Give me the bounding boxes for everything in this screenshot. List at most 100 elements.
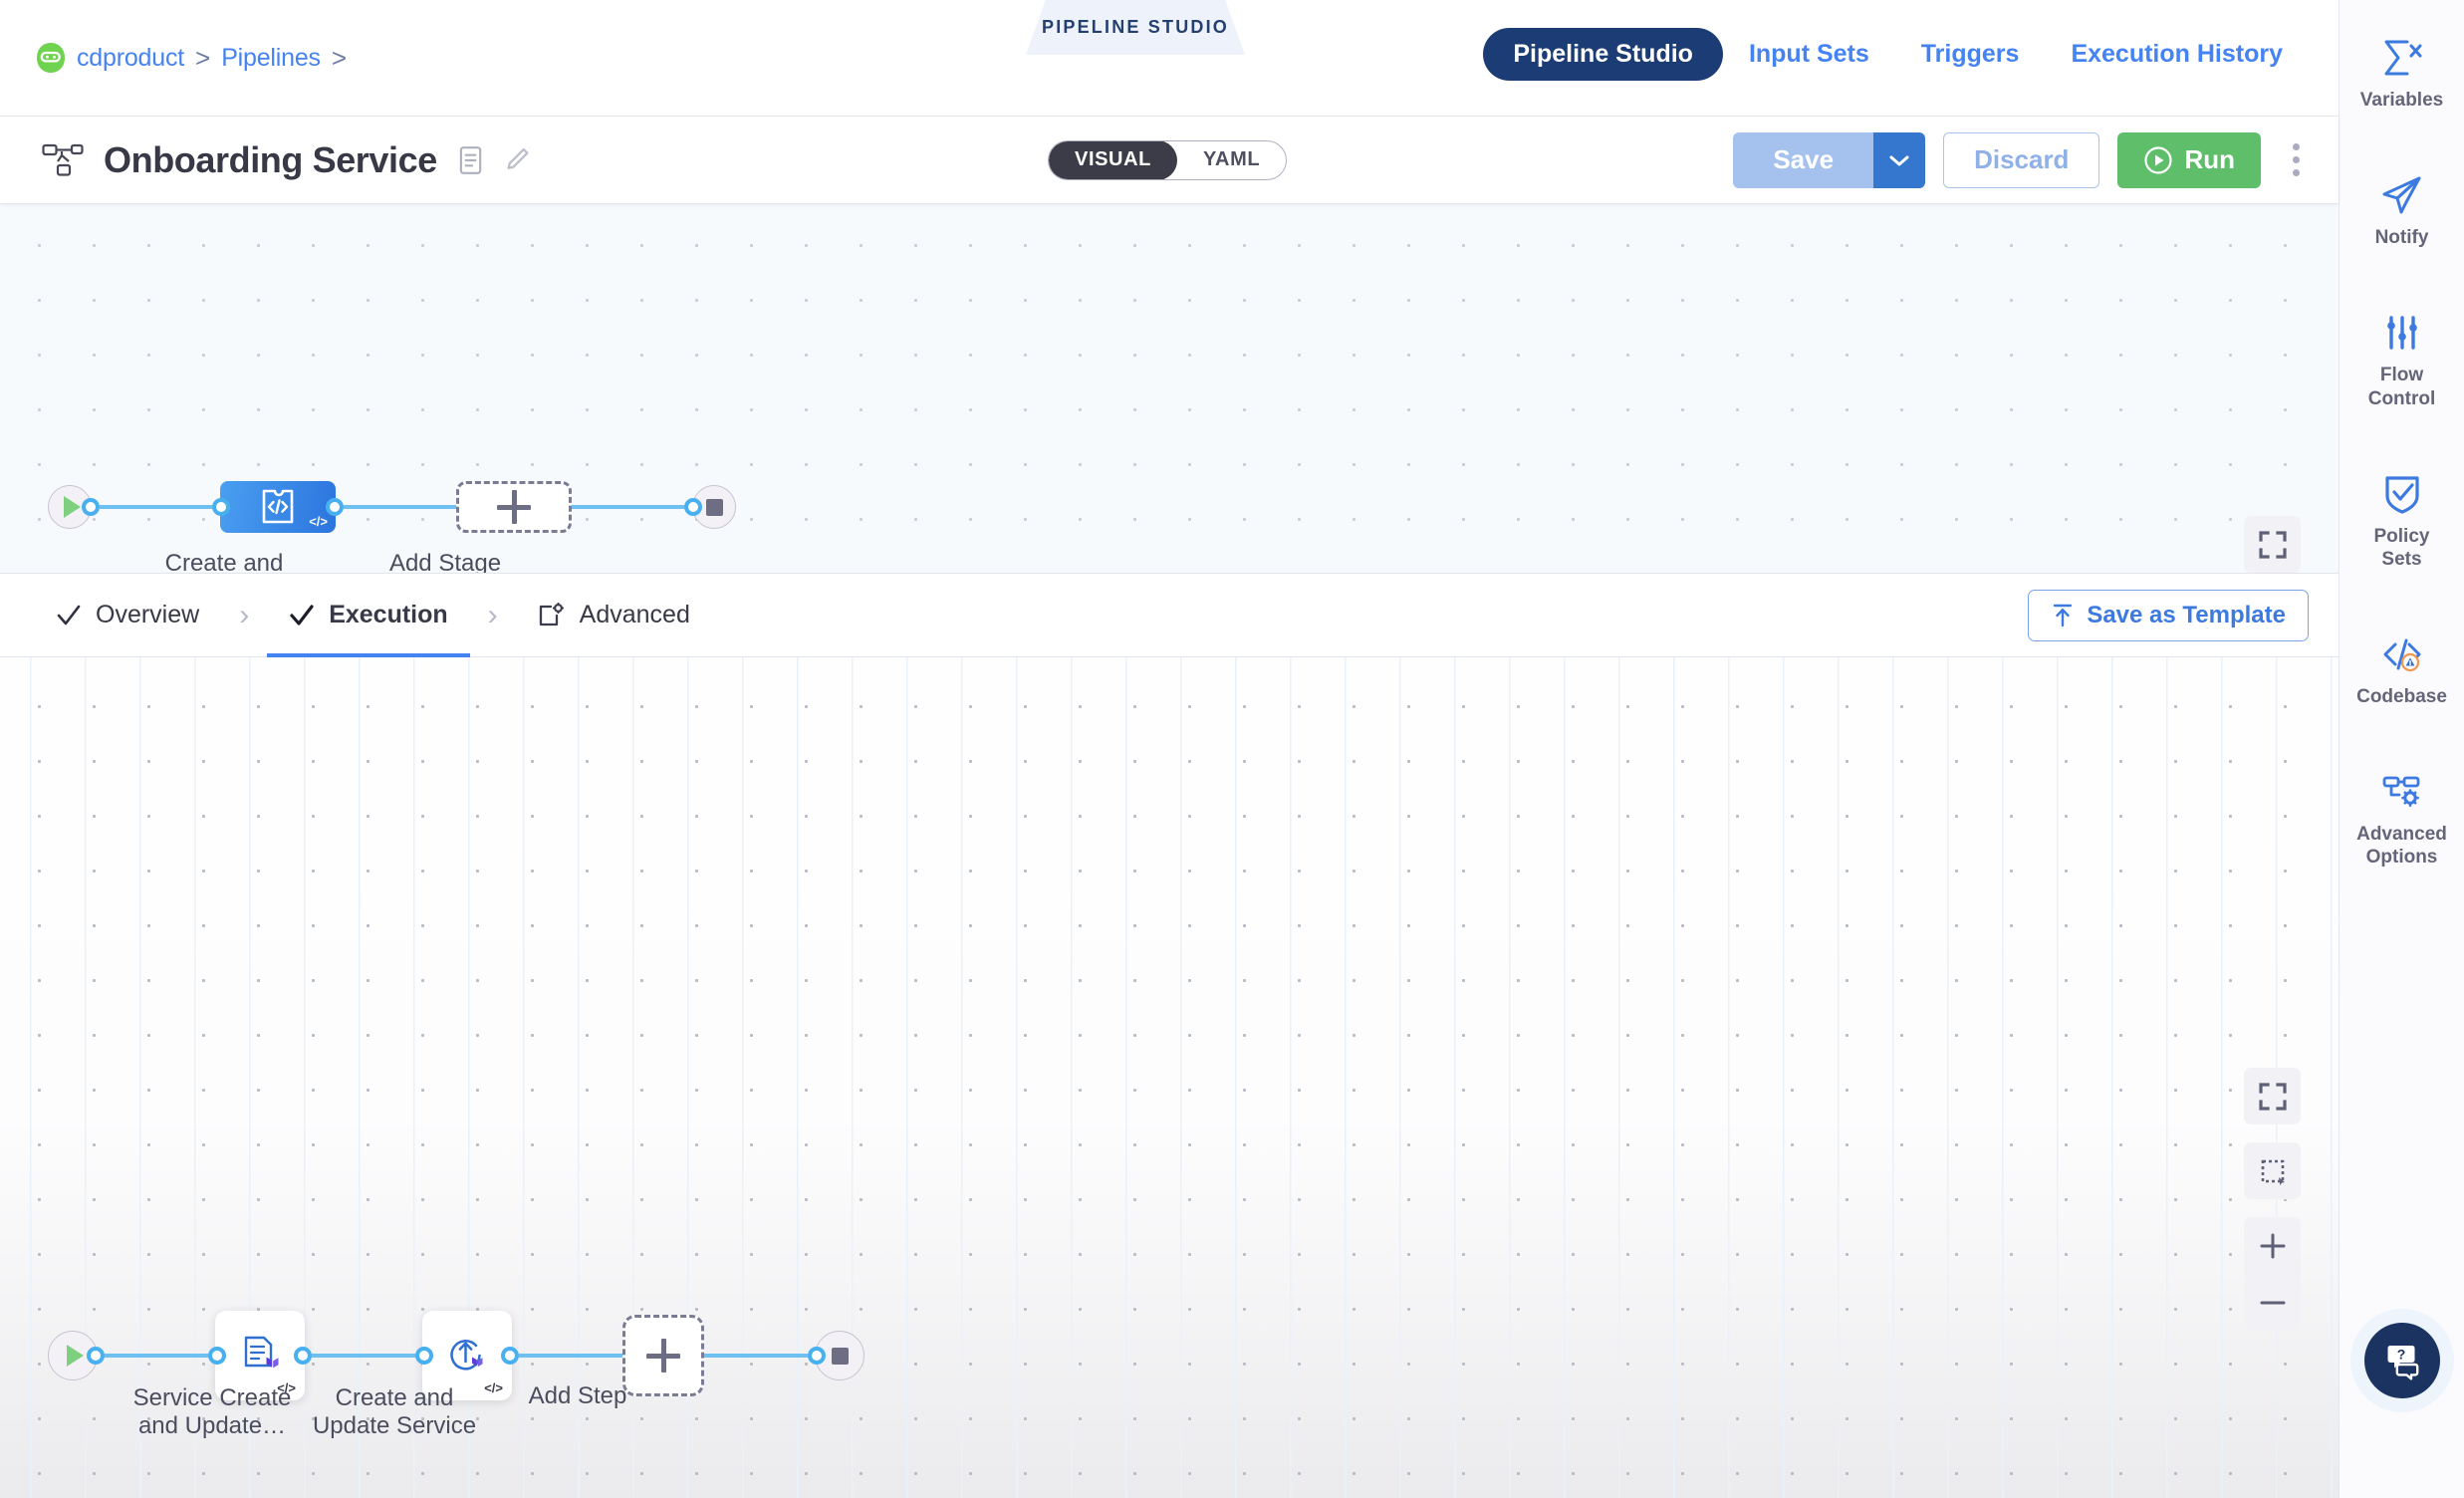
rail-label-flow-control: Flow Control [2367,365,2436,409]
fullscreen-icon [2258,1082,2287,1111]
top-header: cdproduct > Pipelines > PIPELINE STUDIO … [0,0,2339,117]
stage-canvas[interactable]: </> Create and Update Service Add Stage [0,204,2339,574]
execution-end-port[interactable] [808,1347,826,1365]
tab-separator-2: › [487,598,498,631]
svg-text:?: ? [2396,1347,2405,1363]
rail-label-codebase: Codebase [2356,686,2447,708]
stage-out-port[interactable] [326,498,344,516]
step1-in-port[interactable] [208,1347,226,1365]
discard-button[interactable]: Discard [1943,131,2100,188]
tab-execution[interactable]: Execution [267,574,469,657]
nav-tab-input-sets[interactable]: Input Sets [1748,40,1869,68]
run-play-icon [2144,145,2173,174]
help-chat-icon: ? [2387,1346,2418,1380]
step-node-service-create-and-update[interactable]: </> [215,1311,305,1400]
step-node-create-and-update-service[interactable]: </> [422,1311,512,1400]
edit-pencil-icon[interactable] [504,145,531,175]
breadcrumb: cdproduct > Pipelines > [0,42,347,74]
breadcrumb-separator-2: > [331,42,348,73]
tab-execution-label: Execution [329,601,448,628]
nav-tab-pipeline-studio[interactable]: Pipeline Studio [1483,28,1723,81]
step-canvas-controls [2244,1068,2301,1331]
shield-check-icon [2382,472,2422,516]
step2-label: Create and Update Service [312,1384,477,1439]
tab-advanced[interactable]: Advanced [516,574,712,657]
stage-flow: </> [48,481,736,533]
sigma-x-icon [2380,36,2424,80]
pipeline-diagram-icon [42,143,84,176]
tab-overview-label: Overview [96,601,200,628]
rail-item-advanced-options[interactable]: Advanced Options [2340,770,2464,869]
execution-step-canvas[interactable]: </> </> [0,657,2339,1498]
studio-tag-label: PIPELINE STUDIO [1041,17,1230,37]
description-icon[interactable] [457,145,484,175]
pipeline-title-bar: Onboarding Service VISUAL YAML Save [0,117,2339,204]
execution-start-node[interactable] [48,1331,98,1380]
stage-link-3 [572,505,684,509]
execution-start-port[interactable] [87,1347,105,1365]
start-port[interactable] [82,498,100,516]
save-button[interactable]: Save [1733,131,1874,188]
visual-yaml-toggle[interactable]: VISUAL YAML [1048,139,1288,180]
step-zoom-in-button[interactable] [2244,1217,2301,1274]
tab-separator-1: › [239,598,250,631]
title-left-group: Onboarding Service [0,139,531,181]
add-stage-button[interactable] [456,481,572,533]
nav-tab-triggers[interactable]: Triggers [1920,40,2020,68]
tab-overview[interactable]: Overview [34,574,221,657]
step-flow: </> </> [48,1311,864,1400]
toggle-visual[interactable]: VISUAL [1049,140,1177,179]
more-options-button[interactable] [2279,132,2313,188]
sliders-icon [2382,311,2422,355]
stage-tab-strip: Overview › Execution › Advanced [0,574,2339,657]
add-stage-label: Add Stage [388,550,502,574]
harness-logo-icon [37,43,65,73]
stage-fullscreen-button[interactable] [2244,516,2301,573]
check-icon [290,604,314,625]
studio-tag: PIPELINE STUDIO [1026,0,1245,55]
rail-label-variables: Variables [2359,90,2444,111]
step1-out-port[interactable] [294,1347,312,1365]
step2-out-port[interactable] [501,1347,519,1365]
stage-canvas-controls [2244,516,2301,573]
stage-node-create-and-update-service[interactable]: </> [220,481,336,533]
stage-in-port[interactable] [212,498,230,516]
toggle-yaml[interactable]: YAML [1202,148,1261,170]
rail-item-flow-control[interactable]: Flow Control [2340,311,2464,409]
rail-item-notify[interactable]: Notify [2340,173,2464,249]
rail-label-advanced-options: Advanced Options [2356,824,2447,869]
save-as-template-label: Save as Template [2087,601,2286,628]
step-zoom-out-button[interactable] [2244,1274,2301,1331]
run-button-label: Run [2184,144,2235,174]
save-as-template-button[interactable]: Save as Template [2028,589,2309,641]
step-link-3 [519,1354,622,1358]
terraform-apply-icon [450,1340,483,1371]
add-step-button[interactable] [622,1315,704,1396]
paper-plane-icon [2380,173,2424,217]
fullscreen-icon [2258,530,2287,559]
zoom-in-icon [2260,1233,2285,1258]
check-icon [57,605,81,624]
run-button[interactable]: Run [2117,131,2261,188]
page-title: Onboarding Service [104,138,437,180]
custom-stage-icon [262,489,294,524]
help-chat-button[interactable]: ? [2363,1323,2440,1398]
step2-in-port[interactable] [415,1347,433,1365]
step-fullscreen-button[interactable] [2244,1068,2301,1124]
breadcrumb-pipelines[interactable]: Pipelines [221,43,321,72]
plus-icon [646,1339,680,1373]
step-marquee-select-button[interactable] [2244,1142,2301,1199]
rail-item-variables[interactable]: Variables [2340,36,2464,112]
end-port[interactable] [684,498,702,516]
rail-item-codebase[interactable]: Codebase [2340,632,2464,708]
breadcrumb-org[interactable]: cdproduct [77,43,184,72]
header-nav-tabs: Pipeline Studio Input Sets Triggers Exec… [1483,28,2309,81]
save-dropdown-button[interactable] [1873,131,1926,188]
stage-node-label: Create and Update Service [164,550,284,574]
rail-label-policy-sets: Policy Sets [2373,525,2430,570]
nav-tab-execution-history[interactable]: Execution History [2071,40,2283,68]
save-as-template-icon [2054,604,2073,626]
rail-item-policy-sets[interactable]: Policy Sets [2340,472,2464,571]
step1-code-badge: </> [277,1380,296,1395]
